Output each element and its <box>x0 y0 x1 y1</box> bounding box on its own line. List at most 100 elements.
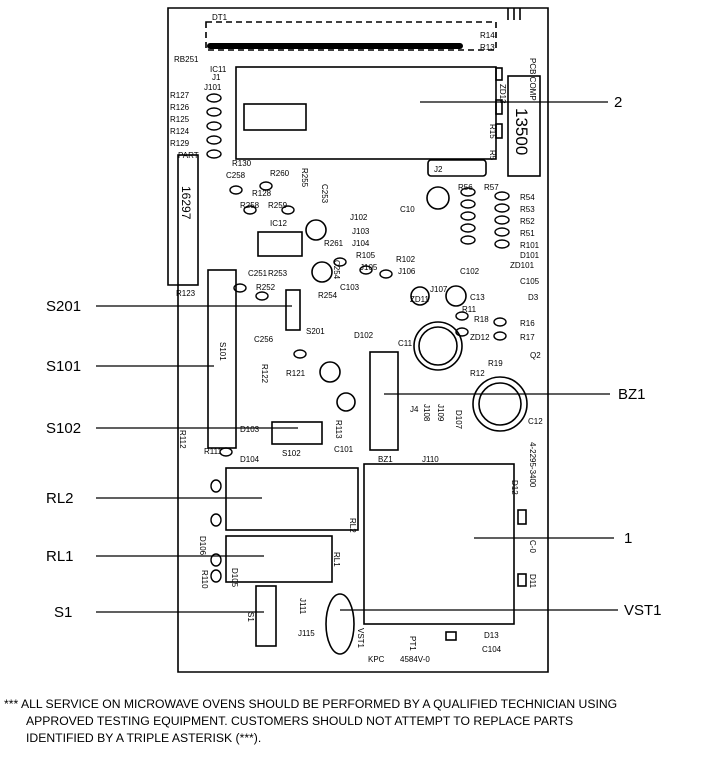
silk-label: C105 <box>520 277 540 286</box>
silk-label: R57 <box>484 183 499 192</box>
silk-label: 4-2295-3400 <box>528 442 537 488</box>
silk-label: R127 <box>170 91 190 100</box>
s101-switch <box>207 269 237 449</box>
silk-label: J106 <box>398 267 416 276</box>
silk-label: R15 <box>488 124 497 139</box>
silk-label: R19 <box>488 359 503 368</box>
silk-label: R5 <box>488 150 497 161</box>
silk-label: D3 <box>528 293 539 302</box>
silk-label: R14 <box>480 31 495 40</box>
silk-label: J102 <box>350 213 368 222</box>
silk-label: ZD101 <box>510 261 535 270</box>
silk-label: RL1 <box>332 552 341 567</box>
silk-label: S101 <box>218 342 227 361</box>
service-note: *** ALL SERVICE ON MICROWAVE OVENS SHOUL… <box>4 696 716 747</box>
silk-label: R56 <box>458 183 473 192</box>
silk-label: C10 <box>400 205 415 214</box>
silk-label: BZ1 <box>378 455 393 464</box>
service-note-line: APPROVED TESTING EQUIPMENT. CUSTOMERS SH… <box>26 714 574 728</box>
silk-label: R126 <box>170 103 190 112</box>
silk-label: R113 <box>334 420 343 439</box>
vst1-varistor <box>325 593 355 655</box>
silk-label: 4584V-0 <box>400 655 430 664</box>
callout-s1: S1 <box>54 604 72 621</box>
callout-1: 1 <box>624 530 632 547</box>
silk-label: R11 <box>462 305 477 314</box>
silk-label: R111 <box>204 447 222 456</box>
silk-label: R261 <box>324 239 344 248</box>
silk-label: R125 <box>170 115 190 124</box>
silk-label: VST1 <box>356 628 365 649</box>
silk-label: DT1 <box>212 13 228 22</box>
callout-s101: S101 <box>46 358 81 375</box>
silk-label: D105 <box>230 568 239 588</box>
silk-label: C253 <box>320 184 329 204</box>
silk-label: J108 <box>422 404 431 422</box>
silk-label: R260 <box>270 169 290 178</box>
silk-label: J111 <box>298 598 307 615</box>
callout-vst1: VST1 <box>624 602 662 619</box>
silk-label: D11 <box>528 574 537 589</box>
s102-switch <box>271 421 323 445</box>
silk-label: R122 <box>260 364 269 384</box>
silk-label: C258 <box>226 171 246 180</box>
silk-label: R253 <box>268 269 288 278</box>
part-number-13500: 13500 <box>512 108 531 155</box>
silk-label: C254 <box>332 260 341 280</box>
silk-label: KPC <box>368 655 385 664</box>
board-outline <box>167 7 549 673</box>
service-note-line: *** ALL SERVICE ON MICROWAVE OVENS SHOUL… <box>4 697 618 711</box>
silk-label: ZD13 <box>498 84 507 104</box>
ic12-outline <box>257 231 303 257</box>
silk-label: IC11 <box>210 65 227 74</box>
silk-label: S201 <box>306 327 325 336</box>
silk-label: C104 <box>482 645 502 654</box>
silk-label: IC12 <box>270 219 287 228</box>
silk-label: C251 <box>248 269 268 278</box>
silk-label: S102 <box>282 449 301 458</box>
silk-label: R12 <box>470 369 485 378</box>
silk-label: D101 <box>520 251 540 260</box>
callout-rl1: RL1 <box>46 548 74 565</box>
silk-label: PART <box>178 151 199 160</box>
silk-label: R17 <box>520 333 535 342</box>
silk-label: Q2 <box>530 351 541 360</box>
display-dt1 <box>205 21 497 51</box>
silk-label: R254 <box>318 291 338 300</box>
silk-label: J103 <box>352 227 370 236</box>
silk-label: R105 <box>356 251 376 260</box>
silk-label: R54 <box>520 193 535 202</box>
silk-label: R123 <box>176 289 196 298</box>
pcb-diagram: 2 S201 S101 BZ1 S102 RL2 1 RL1 S1 VST1 D… <box>46 7 662 673</box>
silk-label: J1 <box>212 73 221 82</box>
silk-label: C102 <box>460 267 480 276</box>
silk-label: ZD12 <box>470 333 490 342</box>
silk-label: C12 <box>528 417 543 426</box>
silk-label: J109 <box>436 404 445 422</box>
silk-label: RB251 <box>174 55 199 64</box>
callout-rl2: RL2 <box>46 490 74 507</box>
silk-label: J110 <box>422 455 439 464</box>
rl1-relay <box>225 535 333 583</box>
silk-label: D13 <box>484 631 499 640</box>
silk-label: RL2 <box>348 518 357 533</box>
silk-label: D106 <box>198 536 207 556</box>
ic11-outline <box>235 66 497 160</box>
silk-label: D107 <box>454 410 463 430</box>
silk-label: R130 <box>232 159 252 168</box>
silk-label: J2 <box>434 165 443 174</box>
callout-2: 2 <box>614 94 622 111</box>
j110-block <box>363 463 515 625</box>
silk-label: PT1 <box>408 636 417 651</box>
silk-label: R53 <box>520 205 535 214</box>
s1-switch <box>255 585 277 647</box>
silk-label: R129 <box>170 139 190 148</box>
silk-label: R255 <box>300 168 309 188</box>
silk-label: J115 <box>298 629 315 638</box>
silk-label: R18 <box>474 315 489 324</box>
silk-label: D103 <box>240 425 260 434</box>
silk-label: R112 <box>178 430 187 449</box>
silk-label: J101 <box>204 83 222 92</box>
s201-switch <box>285 289 301 331</box>
silk-label: R121 <box>286 369 306 378</box>
